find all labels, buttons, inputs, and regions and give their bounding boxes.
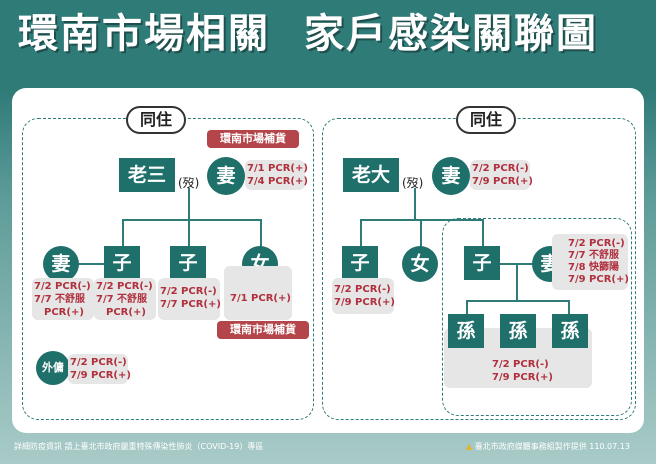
left-spouse-info-box — [32, 278, 94, 320]
right-spouse-info-box — [552, 234, 628, 290]
left-son2-info-2: 7/7 PCR(+) — [160, 299, 221, 310]
right-wife-info-box — [470, 160, 530, 190]
right-inner-box — [442, 218, 632, 416]
right-son1-info-box — [332, 278, 394, 314]
right-child1-drop — [360, 219, 362, 247]
footer-credit-text: 臺北市政府媒體事務組製作提供 110.07.13 — [474, 442, 630, 451]
left-daughter-info-box — [224, 266, 292, 320]
page-title: 環南市場相關 家戶感染關聯圖 — [18, 6, 638, 62]
right-grand3-drop — [568, 300, 570, 314]
right-father-status: (歿) — [402, 176, 424, 190]
diagram-panel: 同住 環南市場補貨 老三 (歿) 妻 7/1 PCR(+) 7/4 PCR(+)… — [12, 88, 644, 433]
left-spouse-node: 妻 — [43, 246, 79, 282]
left-son2-info-box — [158, 278, 220, 320]
right-daughter-node: 女 — [402, 246, 438, 282]
title-part-2: 家戶感染關聯圖 — [304, 11, 598, 57]
footer-credit: ▲ 臺北市政府媒體事務組製作提供 110.07.13 — [466, 441, 630, 452]
right-grandchild3-node: 孫 — [552, 314, 588, 348]
left-wife-market-tag: 環南市場補貨 — [207, 130, 299, 148]
left-child3-drop — [260, 219, 262, 247]
left-daughter-info-1: 7/1 PCR(+) — [230, 293, 291, 304]
left-son2-node: 子 — [170, 246, 206, 280]
title-part-1: 環南市場相關 — [18, 11, 270, 57]
left-helper-label: 外傭 — [42, 361, 64, 374]
right-son1-info-1: 7/2 PCR(-) — [334, 284, 391, 295]
right-wife-info-2: 7/9 PCR(+) — [472, 176, 533, 187]
left-spouse-info-2: 7/7 不舒服 — [34, 294, 86, 305]
right-grand-stem — [516, 263, 518, 301]
left-children-bar — [122, 219, 262, 221]
left-spouse-info-1: 7/2 PCR(-) — [34, 281, 91, 292]
left-child1-drop — [122, 219, 124, 247]
left-son1-info-1: 7/2 PCR(-) — [96, 281, 153, 292]
right-child3-drop — [482, 219, 484, 247]
left-son1-info-box — [94, 278, 156, 320]
right-grandchildren-info-2: 7/9 PCR(+) — [492, 372, 553, 383]
right-son1-info-2: 7/9 PCR(+) — [334, 297, 395, 308]
left-father-node: 老三 — [119, 158, 175, 192]
right-spouse-info-2: 7/7 不舒服 — [568, 250, 620, 261]
right-son1-node: 子 — [342, 246, 378, 280]
left-helper-node: 外傭 — [36, 351, 70, 385]
left-helper-info-1: 7/2 PCR(-) — [70, 357, 127, 368]
right-children-bar — [360, 219, 484, 221]
right-wife-node: 妻 — [432, 157, 470, 195]
left-son1-info-2: 7/7 不舒服 — [96, 294, 148, 305]
left-cohabit-label: 同住 — [126, 106, 186, 134]
left-wife-info-box — [245, 160, 305, 190]
right-cohabit-label: 同住 — [456, 106, 516, 134]
right-couple-stem — [414, 188, 416, 220]
left-helper-info-box — [68, 354, 128, 384]
left-helper-info-2: 7/9 PCR(+) — [70, 370, 131, 381]
left-couple-stem — [188, 188, 190, 220]
left-daughter-market-tag: 環南市場補貨 — [217, 321, 309, 339]
left-wife-info-2: 7/4 PCR(+) — [247, 176, 308, 187]
right-grandchild1-node: 孫 — [448, 314, 484, 348]
right-spouse-info-1: 7/2 PCR(-) — [568, 238, 625, 249]
right-grandchild2-node: 孫 — [500, 314, 536, 348]
left-son2-info-1: 7/2 PCR(-) — [160, 286, 217, 297]
left-son1-node: 子 — [104, 246, 140, 280]
right-wife-info-1: 7/2 PCR(-) — [472, 163, 529, 174]
left-wife-info-1: 7/1 PCR(+) — [247, 163, 308, 174]
right-grandchildren-info-1: 7/2 PCR(-) — [492, 359, 549, 370]
right-grand1-drop — [466, 300, 468, 314]
left-father-status: (歿) — [178, 176, 200, 190]
footer-info: 詳細防疫資訊 請上臺北市政府嚴重特殊傳染性肺炎（COVID-19）專區 — [14, 442, 264, 451]
left-wife-node: 妻 — [207, 157, 245, 195]
left-child2-drop — [188, 219, 190, 247]
left-son1-info-3: PCR(+) — [106, 307, 146, 318]
right-child2-drop — [420, 219, 422, 247]
city-logo-icon: ▲ — [466, 442, 473, 451]
right-spouse-info-4: 7/9 PCR(+) — [568, 274, 629, 285]
right-father-node: 老大 — [343, 158, 399, 192]
left-spouse-link — [78, 263, 104, 265]
left-spouse-info-3: PCR(+) — [44, 307, 84, 318]
right-grand-bar — [466, 300, 570, 302]
right-son2-node: 子 — [464, 246, 500, 280]
right-spouse-info-3: 7/8 快篩陽 — [568, 262, 620, 273]
